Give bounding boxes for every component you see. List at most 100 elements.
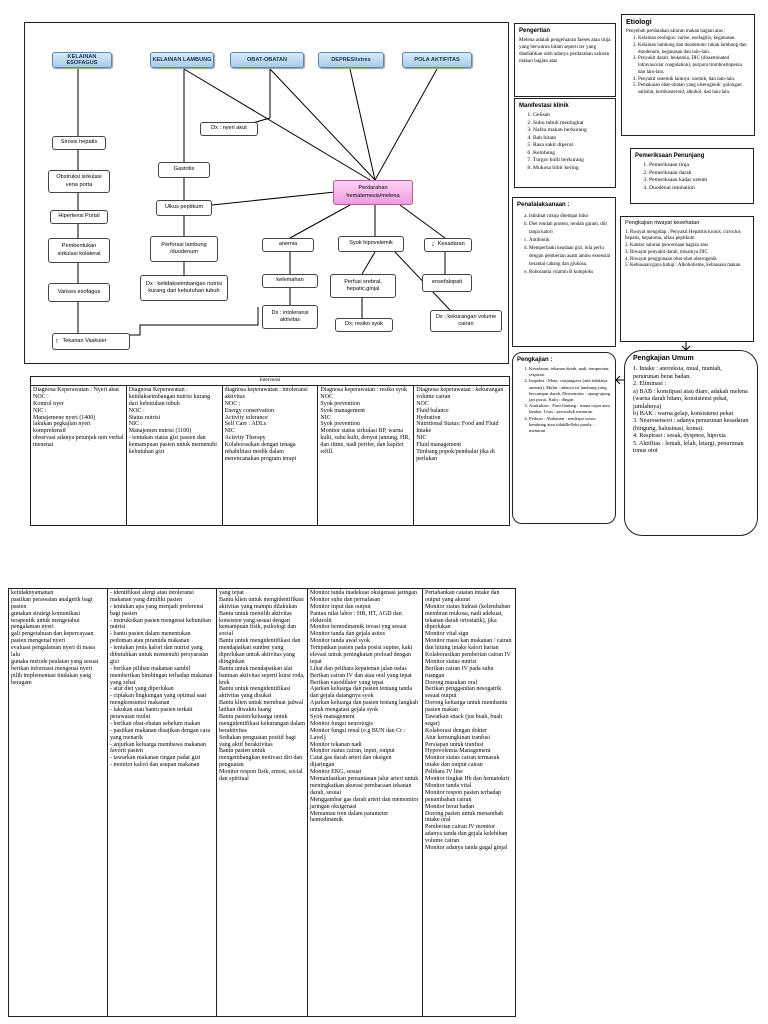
node-sirosis: Sirosis hepatis: [52, 136, 106, 150]
node-gastritis: Gastritis: [158, 162, 210, 178]
list-item: Kelainan lambung dan duodenum: tukak lam…: [638, 43, 750, 57]
manifestasi-list: Gelisah Suhu tubuh meningkat Nafsu makan…: [519, 112, 611, 172]
list-item: Auskultasi : Paru Jantung : irama cepat …: [529, 403, 611, 415]
penatalaksanaan-title: Penatalaksanaan :: [517, 202, 570, 208]
list-item: Nafsu makan berkurang: [533, 127, 611, 135]
table-cell: Diagnosa Keperawatan : Nyeri akut NOC : …: [30, 384, 127, 526]
tekanan-label: Tekanan Vaskuler: [62, 337, 107, 344]
list-item: Kelainan esofagus: varise, esofagitis, k…: [638, 36, 750, 43]
table-cell: Diagnosa Keperawatan : ketidakseimbangan…: [125, 384, 223, 526]
cause-obat-obatan: OBAT-OBATAN: [230, 52, 304, 68]
list-item: 5. Kebiasaan/gaya hidup : Alkoholisme, k…: [625, 263, 741, 269]
table-cell: Diagnosa keperawatan : kekurangan volume…: [413, 384, 510, 526]
node-ulkus: Ulkus peptikum: [156, 200, 212, 216]
kesadaran-label: Kesadaran: [437, 241, 465, 248]
penatalaksanaan-box: Penatalaksanaan : Istirahat cukup ditemp…: [512, 197, 616, 347]
list-item: 1. Rwayat mengidap : Penyakit Hepatitis …: [625, 229, 741, 242]
list-item: 1. Intake : anoreksia, mual, muntah, pen…: [633, 365, 722, 380]
list-item: Gelisah: [533, 112, 611, 120]
cause-kelainan-lambung: KELAINAN LAMBUNG: [150, 52, 214, 68]
arrow-down-icon: ↓: [431, 241, 435, 249]
node-dx-syok: Dx; resiko syok: [335, 318, 393, 332]
node-anemia: anemia: [262, 238, 314, 252]
list-item: Kembung: [533, 150, 611, 158]
node-varises: Varises esofagus: [48, 283, 110, 302]
list-item: Inspeksi : Mata: conjungtiva (ada tidakn…: [529, 378, 611, 403]
arrow-up-icon: ↑: [55, 337, 59, 345]
table-cell: yang tepat Bantu klien untuk mengidentif…: [216, 588, 308, 1017]
pengertian-title: Pengertian: [519, 28, 551, 34]
list-item: 5. Aktifitas : lemah, lelah, letargi, pe…: [633, 439, 744, 455]
table-cell: diagnosa keperawatan : intoleransi aktiv…: [221, 384, 319, 526]
node-hipertensi: Hipertensi Portal: [50, 210, 108, 224]
penunjang-title: Pemeriksaan Penunjang: [635, 153, 705, 159]
node-kelemahan: kelemahan: [262, 274, 318, 288]
pengkajian-umum-box: Pengkajian Umum 1. Intake : anoreksia, m…: [624, 350, 758, 536]
pengertian-text: Melena adalah pengeluaran faeses atau ti…: [519, 37, 611, 65]
node-obstruksi: Obstruksi sirkulasi vena porta: [48, 170, 110, 193]
list-item: Pemeriksaan tinja: [649, 162, 749, 170]
etiologi-list: Kelainan esofagus: varise, esofagitis, k…: [626, 36, 750, 97]
cause-kelainan-esofagus: KELAINAN ESOFAGUS: [52, 52, 112, 68]
list-item: 2. Eliminasi :: [633, 380, 667, 388]
table-cell: ketidaknyamanan pastikan perawatan analg…: [8, 588, 108, 1017]
etiologi-box: Etiologi Penyebab perdarahan saluran mak…: [621, 14, 755, 136]
manifestasi-box: Manifestasi klinik Gelisah Suhu tubuh me…: [514, 98, 616, 188]
etiologi-intro: Penyebab perdarahan saluran makan bagian…: [626, 29, 726, 35]
list-item: Penyakit darah: leukemia, DIC (dissemina…: [638, 56, 750, 76]
node-dx-nyeri: Dx : nyeri akut: [200, 122, 258, 136]
penatalaksanaan-list: Istirahat cukup ditempat tidur Diet rend…: [517, 213, 611, 277]
node-dx-cairan: Dx ; kekurangan volume cairan: [430, 310, 502, 332]
node-perfusi: Perfusi srebral, hepatic,ginjal: [330, 274, 396, 298]
cause-depresi: DEPRESI/stres: [318, 52, 384, 68]
list-item: Rasa sakit diperut: [533, 142, 611, 150]
pengkajian-list: Kesadaran, tekanan darah, nadi, temperat…: [517, 366, 611, 434]
node-perdarahan: Perdarahan hematemesis/melena: [333, 180, 413, 205]
node-syok: Syok hipovelemik: [338, 236, 404, 252]
intervensi-table-top: Intervensi Diagnosa Keperawatan : Nyeri …: [30, 376, 510, 526]
table-cell: Monitor tanda inadekuat oksigenasi jarin…: [307, 588, 423, 1017]
pengkajian-box: Pengkajian : Kesadaran, tekanan darah, n…: [512, 352, 616, 524]
table-cell: Diagnosa keperawatan : resiko syok NOC S…: [317, 384, 415, 526]
intervensi-table-bottom: ketidaknyamanan pastikan perawatan analg…: [8, 588, 516, 1017]
node-pembentukan: Pembentukan sirkulasi kolateral: [48, 238, 110, 263]
list-item: 2. Kanker saluran pencernaan bagian atas: [625, 243, 709, 249]
node-tekanan-vaskuler: ↑ Tekanan Vaskuler: [52, 333, 130, 350]
list-item: Istirahat cukup ditempat tidur: [529, 213, 611, 221]
list-item: Pemakaian obat-obatan yang ulserogenik: …: [638, 83, 750, 97]
list-item: Diet rendah protein, rendah garam, diit …: [529, 221, 611, 237]
list-item: Perkusi : Abdomen : tenderjar sonor, kem…: [529, 416, 611, 435]
list-item: Turgor kulit berkurang: [533, 157, 611, 165]
list-item: 4. Riwayat penggunaan obat-obat ulseroge…: [625, 256, 717, 262]
list-item: Bab hitam: [533, 135, 611, 143]
table-title: Intervensi: [30, 376, 510, 386]
list-item: Duodenal intubation: [649, 185, 749, 193]
list-item: Pemeriksaan kadar ureum: [649, 177, 749, 185]
node-kesadaran: ↓ Kesadaran: [424, 238, 472, 252]
pengkajian-umum-title: Pengkajian Umum: [633, 355, 694, 362]
list-item: Kesadaran, tekanan darah, nadi, temperat…: [529, 366, 611, 378]
pengkajian-title: Pengkajian :: [517, 357, 553, 363]
list-item: Pemeriksaan darah: [649, 170, 749, 178]
penunjang-list: Pemeriksaan tinja Pemeriksaan darah Peme…: [635, 162, 749, 192]
list-item: Memperbaiki keadaan gizi, bila perlu den…: [529, 245, 611, 269]
node-perforasi: Perforasi lambung /duodenum: [150, 236, 218, 262]
manifestasi-title: Manifestasi klinik: [519, 103, 569, 109]
node-ensefalopati: ensefalopati: [422, 274, 472, 292]
list-item: Mukosa bibir kering: [533, 165, 611, 173]
riwayat-title: Pengkajian riwayat kesehatan: [625, 220, 700, 226]
list-item: Antibiotik: [529, 237, 611, 245]
list-item: b) BAK : warna gelap, konsistensi pekat: [633, 410, 734, 418]
cause-pola-aktifitas: POLA AKTIFITAS: [402, 52, 472, 68]
list-item: a) BAB : konstipasi atau diare, adakah m…: [633, 387, 748, 410]
list-item: 3. Riwayat penyakit darah, misalnya DIC: [625, 249, 708, 255]
table-cell: - identifikasi alergi atau intoleransi m…: [107, 588, 217, 1017]
list-item: 4. Respirasi : sesak, dyspnoe, hipoxia: [633, 432, 726, 440]
concept-map-frame: [24, 22, 509, 364]
riwayat-box: Pengkajian riwayat kesehatan 1. Rwayat m…: [620, 216, 754, 342]
etiologi-title: Etiologi: [626, 19, 652, 26]
list-item: Suhu tubuh meningkat: [533, 120, 611, 128]
list-item: Roborantia vitamin B kompleks: [529, 269, 611, 277]
table-cell: Pertahankan catatan intake dan output ya…: [422, 588, 516, 1017]
